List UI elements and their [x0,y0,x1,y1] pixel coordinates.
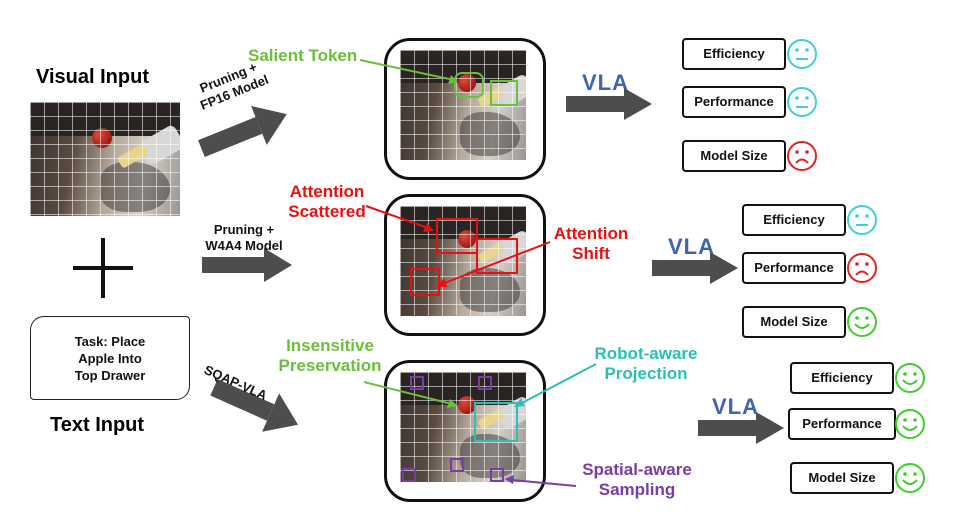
method-label-2: Pruning + W4A4 Model [205,222,283,253]
annotation-attention-scattered: Attention Scattered [288,182,366,221]
sampling-box [490,468,504,482]
metric-performance: Performance [788,408,896,440]
robot-aware-box [474,402,518,442]
metric-efficiency: Efficiency [790,362,894,394]
annotation-arrow-shift [436,241,551,287]
vla-label-2: VLA [668,234,715,259]
annotation-arrow-salient [359,59,458,84]
task-line: Top Drawer [74,367,146,383]
annotation-arrow-preservation [363,381,458,408]
salient-box [490,80,518,106]
face-happy-icon [847,307,877,337]
scene-image-1 [400,50,526,160]
plus-icon [73,238,133,298]
visual-input-label: Visual Input [36,66,149,88]
vla-arrow-1 [566,88,652,120]
sampling-box [410,376,424,390]
visual-input-image [30,102,180,216]
attention-box [436,218,478,254]
vla-label-1: VLA [582,70,629,95]
face-neutral-icon [847,205,877,235]
annotation-arrow-scattered [365,205,434,232]
annotation-spatial-aware-sampling: Spatial-aware Sampling [582,460,692,499]
annotation-attention-shift: Attention Shift [553,224,629,263]
method-arrow-3 [210,379,299,432]
face-happy-icon [895,463,925,493]
salient-box [454,72,484,98]
task-line: Task: Place [74,333,146,349]
face-neutral-icon [787,87,817,117]
sampling-box [478,376,492,390]
metric-model-size: Model Size [682,140,786,172]
sampling-box [402,468,416,482]
face-sad-icon [847,253,877,283]
face-happy-icon [895,363,925,393]
method-arrow-1 [198,105,287,157]
annotation-robot-aware-projection: Robot-aware Projection [594,344,698,383]
face-happy-icon [895,409,925,439]
metric-model-size: Model Size [790,462,894,494]
annotation-salient-token: Salient Token [248,46,358,65]
annotation-insensitive-preservation: Insensitive Preservation [278,336,382,375]
metric-efficiency: Efficiency [742,204,846,236]
text-input-label: Text Input [50,414,145,436]
face-neutral-icon [787,39,817,69]
metric-performance: Performance [742,252,846,284]
scene-image-2 [400,206,526,316]
metric-efficiency: Efficiency [682,38,786,70]
method-arrow-2 [202,248,292,282]
scene-image-3 [400,372,526,482]
face-sad-icon [787,141,817,171]
task-line: Apple Into [78,350,142,366]
vla-arrow-3 [698,412,784,444]
attention-box [476,238,518,274]
annotation-arrow-projection [514,363,597,407]
sampling-box [450,458,464,472]
vla-label-3: VLA [712,394,759,419]
metric-model-size: Model Size [742,306,846,338]
attention-box [410,268,440,296]
vla-arrow-2 [652,252,738,284]
metric-performance: Performance [682,86,786,118]
annotation-arrow-sampling [505,475,577,487]
task-text-box: Task: Place Apple Into Top Drawer [30,316,190,400]
